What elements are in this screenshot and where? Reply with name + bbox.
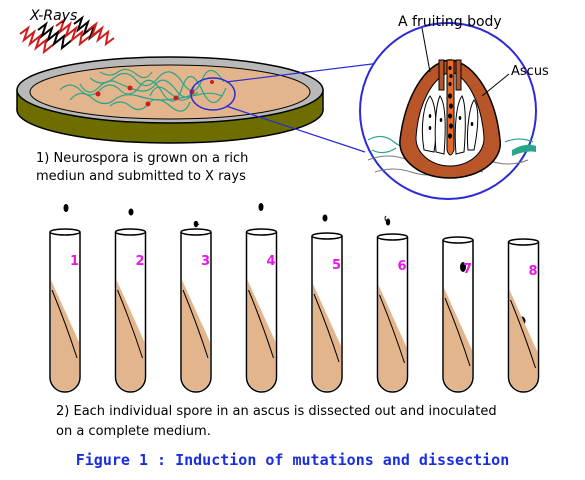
tube-number: 5 (332, 258, 342, 273)
step-2-line-1: 2) Each individual spore in an ascus is … (56, 404, 497, 419)
tube-number: 6 (397, 259, 407, 274)
step-1-line-1: 1) Neurospora is grown on a rich (36, 151, 249, 166)
test-tube (245, 228, 278, 393)
step-1-line-2: mediun and submitted to X rays (36, 169, 246, 184)
fruiting-body-label: A fruiting body (398, 14, 502, 30)
test-tube (114, 228, 147, 393)
step-2-text: 2) Each individual spore in an ascus is … (56, 402, 497, 442)
spores (63, 203, 526, 326)
tube-number: 8 (528, 264, 538, 279)
step-1-text: 1) Neurospora is grown on a rich mediun … (36, 150, 248, 186)
fruiting-body-zoom (359, 22, 537, 200)
figure-caption: Figure 1 : Induction of mutations and di… (75, 451, 510, 469)
test-tube (442, 236, 474, 393)
xray-squiggles (19, 15, 115, 55)
tube-number: 3 (201, 254, 211, 269)
test-tubes (49, 228, 540, 393)
tube-number: 1 (70, 254, 80, 269)
test-tube (311, 232, 343, 393)
test-tube (376, 233, 409, 393)
petri-dish (16, 56, 324, 144)
tube-number: 2 (135, 254, 145, 269)
test-tube (49, 228, 81, 393)
ascus-label: Ascus (511, 64, 549, 79)
xrays-label: X-Rays (30, 8, 78, 24)
test-tube (507, 238, 540, 393)
tube-number: 7 (463, 262, 473, 277)
zoom-lines (225, 61, 389, 153)
tube-number: 4 (266, 254, 276, 269)
test-tube (180, 228, 212, 393)
step-2-line-2: on a complete medium. (56, 424, 211, 439)
